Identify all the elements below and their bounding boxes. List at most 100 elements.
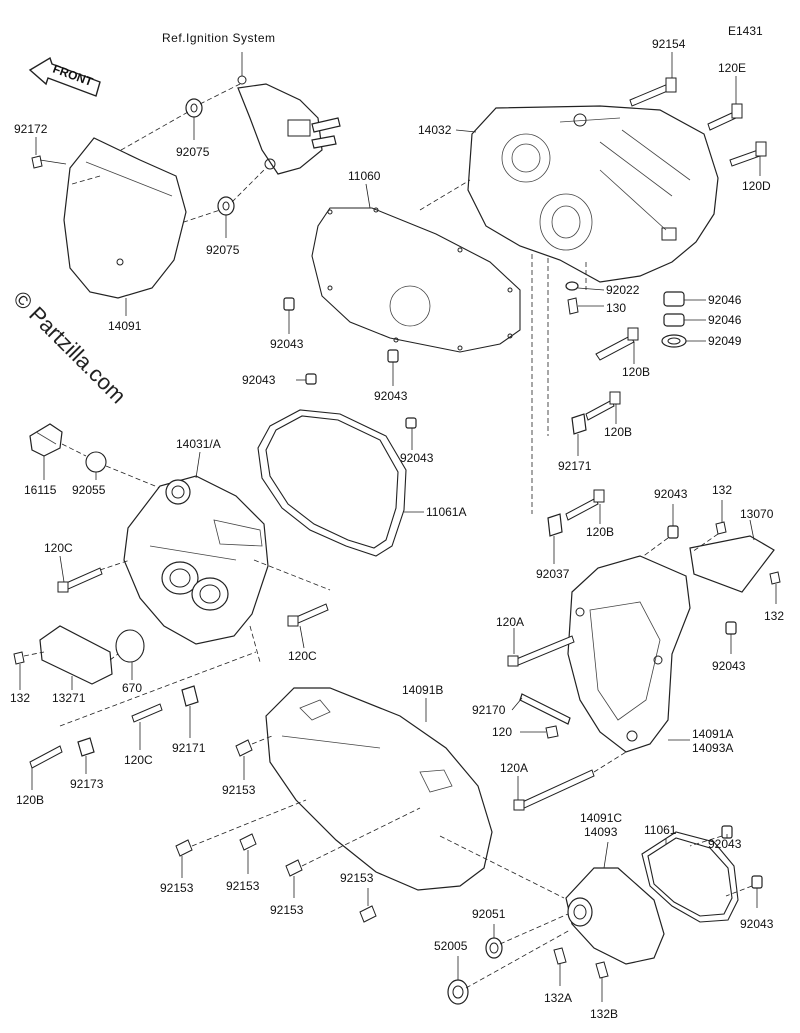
screw-92172 (31, 155, 67, 169)
bolt-120B-c (565, 489, 605, 521)
label-16115: 16115 (24, 483, 57, 497)
label-92046-a: 92046 (708, 293, 742, 307)
label-14093A: 14093A (692, 741, 733, 755)
bolt-92153-d (285, 859, 303, 877)
label-92043-d: 92043 (400, 451, 434, 465)
bolt-120 (545, 725, 559, 739)
dowel-92043-f (725, 621, 737, 635)
ref-note: Ref.Ignition System (162, 31, 276, 45)
dowel-92043-d (405, 417, 417, 429)
cover-13070 (689, 535, 775, 593)
label-120B-c: 120B (586, 525, 614, 539)
bolt-120C-a (57, 567, 103, 593)
bolt-92154 (629, 77, 677, 107)
label-92075-bottom: 92075 (206, 243, 240, 257)
cover-14091B (265, 687, 493, 891)
label-11060: 11060 (348, 169, 381, 183)
screw-132-left (13, 651, 25, 665)
label-120C-c: 120C (124, 753, 153, 767)
label-92171-top: 92171 (558, 459, 592, 473)
bolt-92153-c (239, 833, 257, 851)
clamp-92037 (547, 513, 563, 537)
label-14031A: 14031/A (176, 437, 221, 451)
part-labels: 92154 120E 14032 120D 92172 92075 92075 … (10, 37, 784, 1021)
dowel-92043-b (387, 349, 399, 363)
gasket-11061 (641, 831, 739, 923)
diagram-code: E1431 (728, 24, 763, 38)
label-92055: 92055 (72, 483, 106, 497)
o-ring-92055 (85, 451, 107, 473)
label-92051: 92051 (472, 907, 506, 921)
dowel-92043-e (667, 525, 679, 539)
cover-14091C (565, 867, 665, 965)
label-14032: 14032 (418, 123, 452, 137)
label-92153-a: 92153 (222, 783, 256, 797)
label-13070: 13070 (740, 507, 774, 521)
label-14091: 14091 (108, 319, 142, 333)
label-132-top: 132 (712, 483, 732, 497)
cover-plate-13271 (39, 625, 113, 685)
screw-132B (595, 961, 609, 979)
bolt-120B-b (585, 391, 621, 421)
label-92037: 92037 (536, 567, 570, 581)
label-120E: 120E (718, 61, 746, 75)
label-670: 670 (122, 681, 142, 695)
label-92043-a: 92043 (270, 337, 304, 351)
bearing-52005 (447, 979, 469, 1005)
label-92171-left: 92171 (172, 741, 206, 755)
dowel-92043-h (751, 875, 763, 889)
front-arrow-icon: FRONT (28, 56, 101, 97)
label-92173: 92173 (70, 777, 104, 791)
bolt-120E (707, 103, 743, 131)
bolt-120A-a (507, 635, 575, 667)
bolt-120D (729, 141, 767, 167)
seal-92051 (485, 937, 503, 959)
screw-132-top (715, 521, 727, 535)
label-11061: 11061 (644, 823, 677, 837)
label-92043-e: 92043 (654, 487, 688, 501)
label-92046-b: 92046 (708, 313, 742, 327)
label-92153-c: 92153 (226, 879, 260, 893)
gasket-11061A (257, 409, 407, 557)
cover-14091 (63, 137, 187, 299)
label-92153-b: 92153 (160, 881, 194, 895)
label-120B-a: 120B (622, 365, 650, 379)
o-ring-670 (115, 629, 145, 663)
label-120A-a: 120A (496, 615, 524, 629)
label-120: 120 (492, 725, 512, 739)
bolt-130 (567, 297, 579, 315)
bolt-120A-b (513, 769, 595, 811)
grommet-92075-bottom (217, 196, 235, 216)
watermark: © Partzilla.com (8, 286, 131, 409)
label-92043-b: 92043 (374, 389, 408, 403)
label-92022: 92022 (606, 283, 640, 297)
dowel-92043-c (305, 373, 317, 385)
label-14093: 14093 (584, 825, 618, 839)
label-132-left: 132 (10, 691, 30, 705)
label-120B-b: 120B (604, 425, 632, 439)
label-92172: 92172 (14, 122, 48, 136)
bolt-92153-b (175, 839, 193, 857)
label-92043-c: 92043 (242, 373, 276, 387)
rod-92170 (519, 693, 571, 725)
bracket-14091A (567, 555, 691, 753)
label-92170: 92170 (472, 703, 506, 717)
bolt-120B-d (29, 745, 63, 769)
label-11061A: 11061A (426, 505, 466, 519)
label-120C-b: 120C (288, 649, 317, 663)
screw-132-right (769, 571, 781, 585)
label-120C-a: 120C (44, 541, 73, 555)
grommet-92075-top (185, 98, 203, 118)
label-132A: 132A (544, 991, 572, 1005)
gasket-11060 (311, 207, 521, 353)
label-92154: 92154 (652, 37, 686, 51)
clamp-92173 (77, 737, 95, 757)
dowel-92043-a (283, 297, 295, 311)
collar-92046-b (663, 313, 685, 327)
label-120A-b: 120A (500, 761, 528, 775)
screw-132A (553, 947, 567, 965)
label-120D: 120D (742, 179, 771, 193)
collar-92046-a (663, 291, 685, 307)
bolt-120C-b (287, 603, 329, 627)
